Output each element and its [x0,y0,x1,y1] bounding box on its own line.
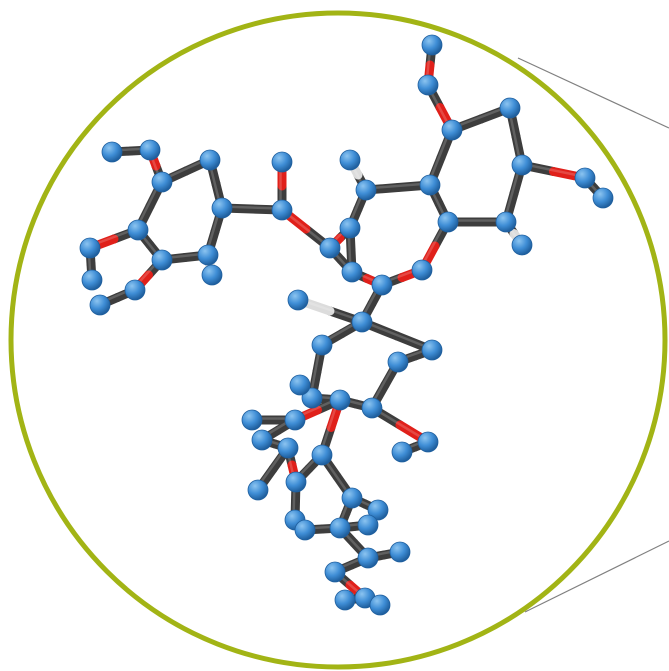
callout-line-bottom [524,540,669,613]
atom-sphere [285,471,307,493]
atom-sphere [339,217,361,239]
bond-highlight [359,319,432,350]
atom-sphere [124,279,146,301]
atom-sphere [495,211,517,233]
atom-sphere [247,479,269,501]
atom-sphere [289,374,311,396]
atom-sphere [574,167,596,189]
atom-sphere [151,249,173,271]
atom-sphere [339,149,361,171]
atom-sphere [511,234,533,256]
atom-sphere [334,589,356,611]
atom-sphere [284,409,306,431]
atom-sphere [197,244,219,266]
atom-sphere [389,541,411,563]
atom-sphere [211,197,233,219]
atom-sphere [341,261,363,283]
atom-sphere [421,339,443,361]
atom-sphere [391,441,413,463]
atom-sphere [411,259,433,281]
atom-sphere [437,211,459,233]
atom-sphere [271,151,293,173]
atom-sphere [81,269,103,291]
atom-sphere [417,74,439,96]
atom-sphere [277,437,299,459]
atom-sphere [311,334,333,356]
atom-sphere [201,264,223,286]
atom-sphere [294,519,316,541]
atom-sphere [441,119,463,141]
atom-sphere [271,199,293,221]
atom-sphere [592,187,614,209]
atom-sphere [367,499,389,521]
callout-line-top [517,57,669,129]
atom-sphere [89,294,111,316]
atom-sphere [499,97,521,119]
atom-sphere [199,149,221,171]
atom-sphere [417,431,439,453]
atom-sphere [351,311,373,333]
atom-sphere [419,174,441,196]
atoms-layer [79,34,614,616]
atom-sphere [369,594,391,616]
atom-sphere [341,487,363,509]
atom-sphere [511,154,533,176]
atom-sphere [311,444,333,466]
atom-sphere [387,351,409,373]
atom-sphere [357,514,379,536]
atom-sphere [355,179,377,201]
atom-sphere [371,274,393,296]
atom-sphere [241,409,263,431]
atom-sphere [319,237,341,259]
atom-sphere [324,561,346,583]
atom-sphere [79,237,101,259]
atom-sphere [139,139,161,161]
atom-sphere [301,387,323,409]
atom-sphere [421,34,443,56]
atom-sphere [361,397,383,419]
atom-sphere [127,219,149,241]
atom-sphere [357,547,379,569]
atom-sphere [101,141,123,163]
atom-sphere [151,171,173,193]
atom-sphere [287,289,309,311]
atom-sphere [329,389,351,411]
atom-sphere [329,517,351,539]
atom-sphere [251,429,273,451]
